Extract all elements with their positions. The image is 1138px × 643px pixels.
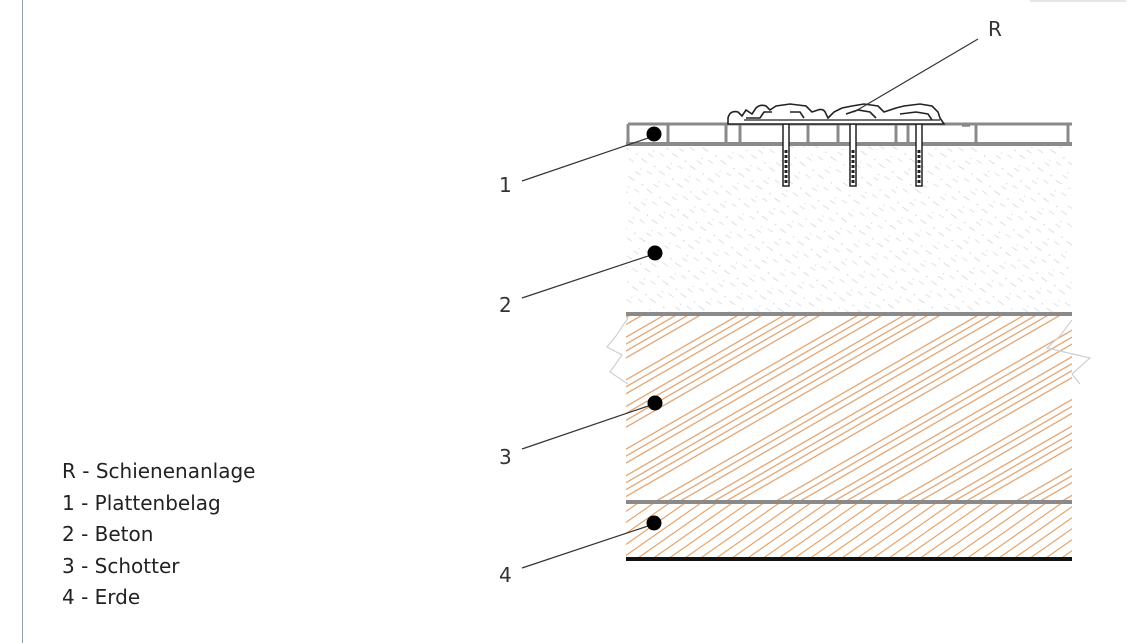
legend-item-earth: 4 - Erde [62, 585, 141, 610]
break-symbol-left [606, 317, 629, 385]
legend: R - Schienenanlage 1 - Plattenbelag 2 - … [62, 456, 255, 614]
marker-dot-3 [647, 395, 663, 411]
marker-dot-2 [647, 245, 663, 261]
label-layer-3: 3 [499, 445, 512, 469]
leader-line-4 [521, 523, 655, 569]
leader-line-1 [521, 135, 655, 182]
anchor-bolt [782, 123, 790, 187]
concrete-layer [626, 146, 1072, 312]
marker-dot-4 [646, 515, 662, 531]
slab-covering [626, 122, 1072, 146]
break-symbol-right [1045, 319, 1092, 385]
rail-system [727, 103, 946, 125]
leader-line-rail [853, 38, 979, 113]
label-layer-1: 1 [499, 173, 512, 197]
leader-line-3 [521, 403, 655, 450]
legend-item-rail: R - Schienenanlage [62, 459, 256, 483]
earth-layer [626, 504, 1072, 558]
leader-lines [521, 38, 979, 569]
legend-item-gravel: 3 - Schotter [62, 553, 180, 578]
marker-dot-1 [646, 126, 662, 142]
legend-item-concrete: 2 - Beton [62, 522, 154, 547]
leader-line-2 [521, 253, 655, 299]
label-layer-2: 2 [499, 293, 512, 317]
label-rail: R [988, 17, 1002, 41]
label-layer-4: 4 [499, 563, 512, 587]
anchor-bolt [915, 123, 923, 187]
anchor-bolt [849, 123, 857, 187]
page-frame-line [22, 0, 23, 643]
legend-item-slab: 1 - Plattenbelag [62, 490, 221, 515]
gravel-layer [626, 316, 1072, 500]
top-corner-tab [1030, 0, 1126, 2]
